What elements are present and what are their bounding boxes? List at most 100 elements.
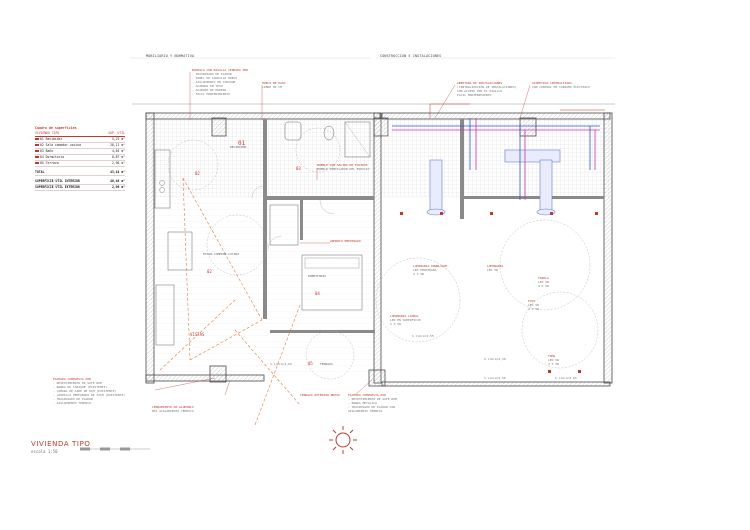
anno-9-line-3: FÁCIL MANTENIMIENTO (457, 92, 492, 97)
annotation-leaders (154, 72, 531, 396)
partition-left-1 (263, 119, 267, 319)
interior-label: SUPERFICIE ÚTIL INTERIOR (35, 179, 80, 183)
anno-16-line-0: FAROLA (538, 276, 549, 280)
electrical-marks (400, 212, 598, 373)
scale-bar (80, 447, 150, 451)
svg-text:- PANEL DE LADRILLO HUECO: - PANEL DE LADRILLO HUECO (192, 76, 237, 80)
wardrobe (269, 204, 299, 246)
anno-9-line-0: ABERTURA DE INSTALACIONES (457, 81, 502, 85)
pipes (392, 103, 605, 200)
plan-left (145, 112, 389, 426)
surface-table: Cuadro de superficies VIVIENDA TIPO SUP.… (35, 126, 125, 191)
room-number-02b: 02 (207, 269, 212, 274)
svg-text:- BANDA METÁLICA: - BANDA METÁLICA (348, 400, 377, 405)
row-name: Sala comedor-cocina (45, 143, 81, 147)
wall-south-left (145, 374, 265, 382)
anno-6-line-0: FACHADA COMPUESTA POR (53, 377, 91, 381)
pillows (304, 257, 360, 269)
table-row: 04 Dormitorio 8,87 m² (35, 155, 125, 161)
partition-right-2 (464, 196, 604, 199)
svg-text:FÁCIL MANTENIMIENTO: FÁCIL MANTENIMIENTO (457, 92, 492, 97)
drawing-scale: escala 1:50 (31, 449, 58, 454)
room-number-04: 04 (315, 291, 320, 296)
anno-8-line-1: - REVESTIMIENTO DE GATE ROM (348, 397, 397, 401)
svg-text:FAROLA: FAROLA (538, 276, 549, 280)
anno-6-line-1: - REVESTIMIENTO DE GATE ROM (53, 381, 102, 385)
anno-12-line-1: LED 5W (487, 268, 498, 272)
partition-left-3 (300, 200, 303, 240)
svg-text:FACHADA COMPUESTA POR: FACHADA COMPUESTA POR (348, 393, 386, 397)
height-4: h.libre=2,65 (555, 376, 577, 380)
svg-text:LIBRE 90 CM: LIBRE 90 CM (262, 85, 282, 89)
svg-text:ABERTURA DE INSTALACIONES: ABERTURA DE INSTALACIONES (457, 81, 502, 85)
svg-text:- ACABADO EN YESO: - ACABADO EN YESO (192, 84, 223, 88)
anno-5-line-1: MÁS AISLAMIENTO TÉRMICO (152, 408, 194, 413)
wall-west-left (145, 112, 155, 384)
turning-circle-4 (305, 330, 355, 380)
toilet (323, 125, 335, 141)
height-3: h.libre=2,50 (484, 376, 506, 380)
label-vistas: VISTAS (190, 332, 205, 337)
anno-3-line-1: MUEBLE VENTILADOR DEL ESPACIO (317, 167, 370, 171)
svg-text:LUMINARIA DOWNLIGHT: LUMINARIA DOWNLIGHT (413, 264, 448, 268)
anno-8-line-0: FACHADA COMPUESTA POR (348, 393, 386, 397)
wall-north-left (145, 112, 381, 120)
anno-10-line-1: CON CONTROL DE CONSUMO ELÉCTRICO (532, 84, 590, 89)
turning-circle-3 (295, 127, 341, 173)
svg-text:2 X 5W: 2 X 5W (390, 322, 401, 326)
washbasin (284, 121, 302, 141)
anno-8-line-3: - TRASDOSADO DE PLADUR CON (348, 405, 395, 409)
section-title-right: CONSTRUCCIÓN E INSTALACIONES (380, 54, 442, 58)
anno-6-line-4: - LADRILLO PERFORADO DE 12CM (EXISTENTE) (53, 393, 125, 397)
table-row: 01 Recibidor 5,25 m² (35, 137, 125, 143)
row-area: 2,96 m² (111, 161, 125, 165)
anno-14-line-2: 4 X 5W (528, 307, 539, 311)
row-name: Dormitorio (45, 155, 65, 159)
svg-text:LUMINARIA LINEAL: LUMINARIA LINEAL (390, 314, 419, 318)
svg-text:HUECO DE PASO: HUECO DE PASO (262, 81, 286, 85)
svg-text:2 X 5W: 2 X 5W (548, 362, 559, 366)
svg-text:CERRAMIENTO DE ALUMINIO: CERRAMIENTO DE ALUMINIO (152, 405, 194, 409)
row-num: 02 (40, 143, 44, 147)
anno-15-line-1: LED 5W (548, 358, 559, 362)
anno-5-line-0: CERRAMIENTO DE ALUMINIO (152, 405, 194, 409)
row-area: 4,65 m² (111, 149, 125, 153)
column-2 (209, 365, 227, 383)
anno-6-line-2: - BANDA DE TABIQUE (EXISTENTE) (53, 385, 107, 389)
svg-text:TOMA: TOMA (548, 354, 555, 358)
partition-right-1 (460, 119, 464, 219)
sun-icon (329, 426, 357, 454)
svg-text:LED 5W: LED 5W (548, 358, 559, 362)
row-num: 03 (40, 149, 44, 153)
table-row: 05 Terraza 2,96 m² (35, 161, 125, 167)
svg-text:MUEBLE CON SALIDA DE FLUIDOS: MUEBLE CON SALIDA DE FLUIDOS (317, 163, 368, 167)
col-area-header: SUP. ÚTIL (108, 131, 125, 135)
table-interior-row: SUPERFICIE ÚTIL INTERIOR 40,48 m² (35, 179, 125, 185)
total-value: 43,44 m² (110, 170, 125, 174)
svg-text:- TRASDOSADO DE PLADUR CON: - TRASDOSADO DE PLADUR CON (348, 405, 395, 409)
svg-text:CON ACCESO POR EL PASILLO: CON ACCESO POR EL PASILLO (457, 89, 502, 93)
anno-10-line-0: ACOMETIDA CENTRALIZADA (532, 81, 572, 85)
total-label: TOTAL (35, 170, 45, 174)
anno-7-line-0: TERRAZA EXTERIOR NUEVA (300, 393, 340, 397)
label-recibidor: RECIBIDOR (230, 145, 246, 149)
anno-4-line-0: ARMARIO EMPOTRADO (330, 239, 361, 243)
anno-1-line-5: - ACABADO DE MADERA (192, 88, 227, 92)
svg-text:- FACIL MANTENIMIENTO: - FACIL MANTENIMIENTO (192, 92, 230, 96)
partition-left-2 (267, 196, 374, 200)
height-1: h.libre=2,55 (412, 334, 434, 338)
anno-14-line-1: LED 5W (528, 303, 539, 307)
anno-11-line-2: 4 X 5W (413, 272, 424, 276)
wall-east-right (603, 112, 613, 384)
svg-text:- CÁMARA DE AIRE DE 6CM (EXIST: - CÁMARA DE AIRE DE 6CM (EXISTENTE) (53, 388, 116, 393)
view-lines (159, 177, 301, 426)
svg-text:- TRASDOSADO DE PLADUR: - TRASDOSADO DE PLADUR (53, 397, 93, 401)
anno-6-line-6: - AISLAMIENTO TÉRMICO (53, 400, 91, 405)
row-num: 05 (40, 161, 44, 165)
anno-13-line-0: LUMINARIA LINEAL (390, 314, 419, 318)
svg-text:LED EMPOTRADA: LED EMPOTRADA (413, 268, 437, 272)
surface-table-header: VIVIENDA TIPO SUP. ÚTIL (35, 131, 125, 137)
svg-text:LED 5W: LED 5W (538, 280, 549, 284)
section-title-left: MOBILIARIO Y NORMATIVA (146, 54, 195, 58)
